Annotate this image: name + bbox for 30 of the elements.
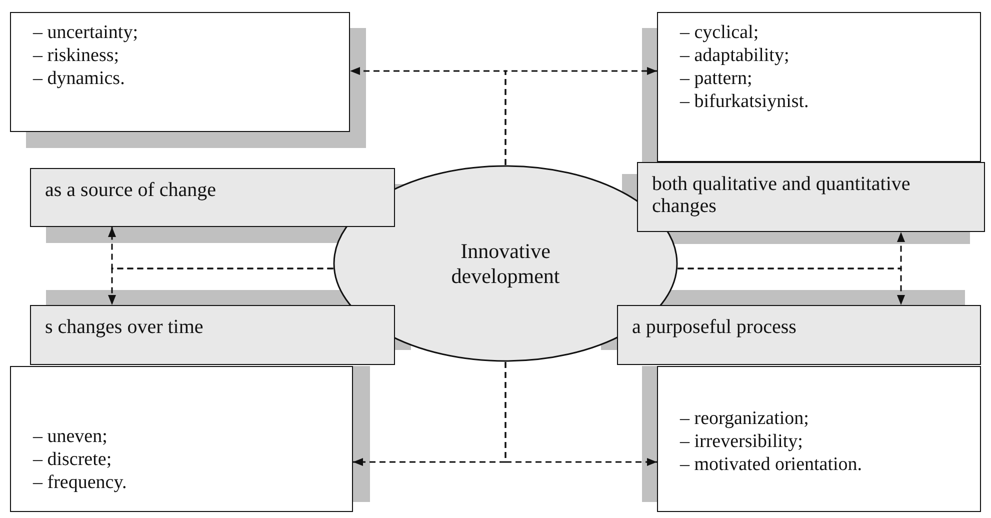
center-label: Innovative development <box>450 238 561 288</box>
list-box <box>657 366 981 512</box>
box-label: as a source of change <box>45 179 218 201</box>
list-item: – uncertainty; <box>33 21 139 44</box>
list-box <box>10 366 353 512</box>
label-box <box>637 162 985 232</box>
dashed-arrow <box>108 268 334 305</box>
dashed-arrow <box>678 268 905 305</box>
list-item: – adaptability; <box>680 44 790 67</box>
list-item: – discrete; <box>33 448 113 471</box>
list-item: – cyclical; <box>680 21 760 44</box>
list-box <box>10 12 350 132</box>
list-item: – irreversibility; <box>680 430 804 453</box>
list-item: – bifurkatsiynist. <box>680 90 810 113</box>
list-box <box>657 12 981 162</box>
label-box <box>30 168 395 227</box>
box-label: a purposeful process <box>632 316 798 338</box>
list-item: – pattern; <box>680 67 754 90</box>
dashed-arrow <box>504 362 657 466</box>
label-box <box>617 305 981 365</box>
list-item: – uneven; <box>33 425 108 448</box>
list-item: – frequency. <box>33 471 128 494</box>
box-label: s changes over time <box>45 316 204 338</box>
dashed-arrow <box>504 67 657 165</box>
label-box <box>30 305 395 365</box>
box-label: both qualitative and quantitative changes <box>652 173 912 217</box>
list-item: – motivated orientation. <box>680 453 864 476</box>
list-item: – dynamics. <box>33 67 126 90</box>
list-item: – riskiness; <box>33 44 120 67</box>
list-item: – reorganization; <box>680 407 810 430</box>
